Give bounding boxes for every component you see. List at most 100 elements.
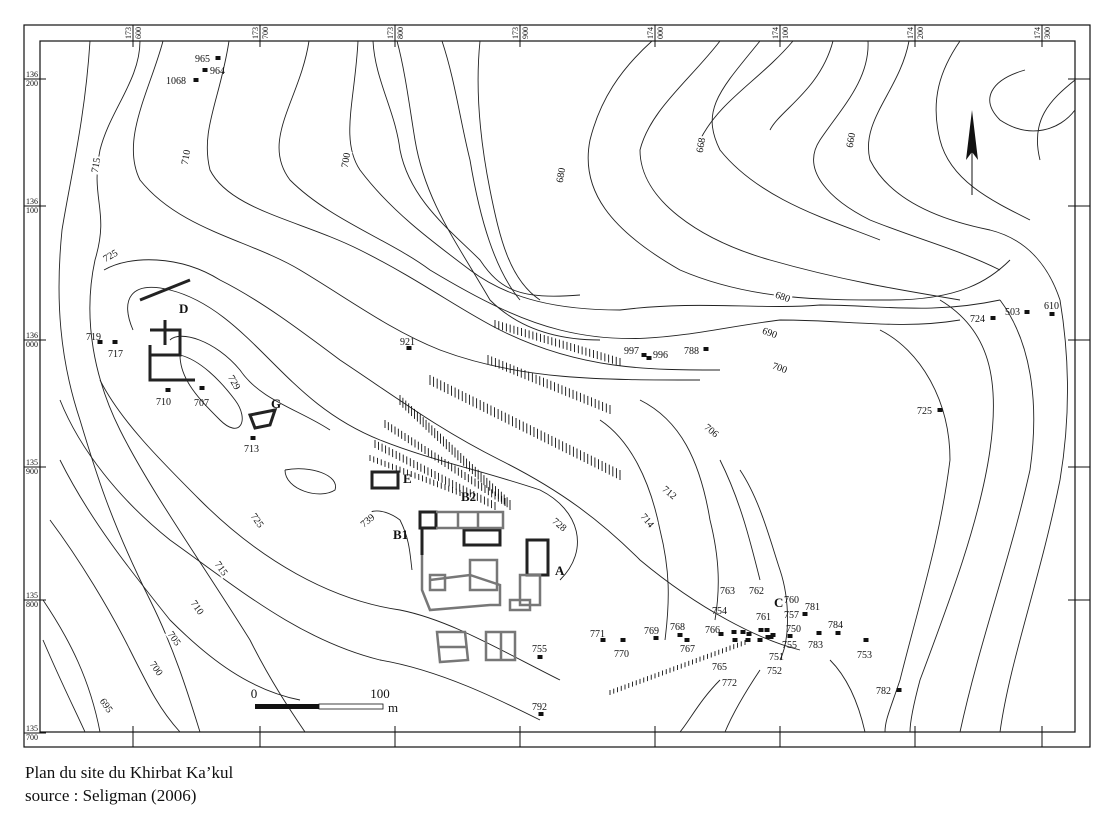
- contour-line: [372, 40, 581, 297]
- ruin-wall: [148, 320, 195, 382]
- north-arrow-icon: [966, 110, 978, 195]
- northing-label: 200: [26, 79, 38, 88]
- map-frame: [23, 24, 1091, 748]
- spot-height-marker: [746, 632, 752, 636]
- spot-height-label: 772: [722, 678, 737, 689]
- easting-label: 173: [386, 27, 395, 39]
- spot-height-label: 710: [156, 397, 171, 408]
- easting-label: 700: [261, 27, 270, 39]
- spot-height-marker: [816, 631, 822, 635]
- contour-lines: [42, 40, 1076, 733]
- ruin-structure: [428, 558, 499, 592]
- spot-height-marker: [731, 630, 737, 634]
- easting-label: 173: [511, 27, 520, 39]
- spot-height-marker: [802, 612, 808, 616]
- easting-label: 000: [656, 27, 665, 39]
- contour-line: [284, 468, 336, 495]
- spot-height-marker: [646, 356, 652, 360]
- site-area-label: C: [774, 595, 783, 610]
- contour-line: [679, 679, 721, 733]
- spot-height-marker: [202, 68, 208, 72]
- contour-line: [206, 40, 721, 371]
- spot-height-marker: [765, 635, 771, 639]
- contour-line: [1036, 79, 1076, 161]
- spot-height-marker: [745, 638, 751, 642]
- map-title: Plan du site du Khirbat Ka’kul: [25, 763, 234, 782]
- northing-label: 135: [26, 724, 38, 733]
- spot-height-label: 761: [756, 612, 771, 623]
- spot-height-marker: [703, 347, 709, 351]
- contour-label: 680: [774, 290, 792, 305]
- contour-line: [59, 459, 301, 701]
- spot-height-label: 750: [786, 624, 801, 635]
- contour-label: 690: [761, 326, 779, 341]
- spot-height-label: 724: [970, 314, 985, 325]
- easting-label: 200: [916, 27, 925, 39]
- northing-label: 900: [26, 467, 38, 476]
- spot-height-label: 719: [86, 332, 101, 343]
- spot-height-marker: [768, 635, 774, 639]
- spot-height-label: 762: [749, 586, 764, 597]
- contour-label: 700: [771, 361, 789, 376]
- easting-label: 800: [396, 27, 405, 39]
- scale-end: 100: [370, 686, 390, 701]
- northing-label: 136: [26, 70, 38, 79]
- spot-height-label: 767: [680, 644, 695, 655]
- spot-height-marker: [538, 712, 544, 716]
- site-area-label: B2: [461, 489, 476, 504]
- contour-line: [89, 40, 306, 733]
- ruin-wall: [139, 278, 191, 302]
- contour-line: [719, 459, 761, 581]
- spot-height-marker: [199, 386, 205, 390]
- spot-height-marker: [653, 636, 659, 640]
- contour-label: 710: [180, 149, 193, 166]
- spot-height-label: 783: [808, 640, 823, 651]
- ruin-structure: [508, 573, 542, 612]
- contour-line: [813, 40, 1001, 271]
- spot-height-marker: [684, 638, 690, 642]
- spot-height-marker: [896, 688, 902, 692]
- contour-label: 715: [90, 157, 103, 174]
- map-source: source : Seligman (2006): [25, 786, 197, 805]
- contour-line: [59, 399, 541, 721]
- spot-height-marker: [1049, 312, 1055, 316]
- contour-line: [396, 40, 601, 341]
- spot-height-marker: [787, 634, 793, 638]
- spot-height-label: 921: [400, 337, 415, 348]
- spot-height-marker: [764, 628, 770, 632]
- spot-height-label: 768: [670, 622, 685, 633]
- contour-line: [349, 40, 1001, 311]
- northing-label: 135: [26, 591, 38, 600]
- contour-line: [724, 669, 761, 733]
- spot-height-marker: [863, 638, 869, 642]
- spot-height-marker: [620, 638, 626, 642]
- contour-line: [699, 40, 794, 141]
- northing-label: 100: [26, 206, 38, 215]
- northing-label: 135: [26, 458, 38, 467]
- spot-height-label: 755: [782, 640, 797, 651]
- spot-height-label: 781: [805, 602, 820, 613]
- contour-line: [132, 40, 701, 381]
- ruin-wall: [462, 528, 502, 547]
- spot-height-marker: [937, 408, 943, 412]
- contour-line: [42, 639, 86, 733]
- contour-line: [99, 379, 561, 681]
- easting-label: 900: [521, 27, 530, 39]
- contour-line: [127, 286, 578, 581]
- contour-line: [879, 329, 951, 733]
- spot-height-marker: [165, 388, 171, 392]
- ruin-wall: [247, 408, 278, 430]
- contour-line: [989, 69, 1076, 132]
- contour-line: [587, 40, 1011, 301]
- scale-start: 0: [251, 686, 258, 701]
- easting-label: 174: [906, 27, 915, 39]
- contour-line: [769, 40, 834, 131]
- spot-height-marker: [406, 346, 412, 350]
- contour-label: 714: [638, 512, 656, 531]
- spot-height-label: 765: [712, 662, 727, 673]
- contour-line: [639, 399, 719, 621]
- spot-height-label: 997: [624, 346, 639, 357]
- spot-height-label: 754: [712, 606, 727, 617]
- contour-line: [179, 354, 243, 429]
- contour-line: [999, 299, 1068, 733]
